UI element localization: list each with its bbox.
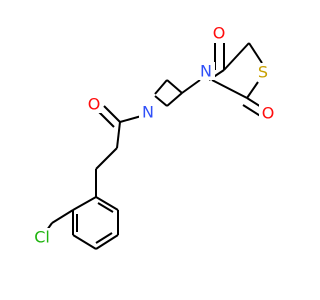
bond-ar-c3-cl	[51, 209, 74, 224]
bonds	[46, 42, 267, 250]
bond-c2-n3	[211, 79, 248, 99]
nitrogen-label-azetidine: N	[142, 103, 154, 122]
bond-ar-c6-c1	[95, 196, 119, 211]
oxygen-label-amide: O	[88, 95, 101, 114]
bond-c2-o-double	[242, 104, 263, 118]
bond-carbonyl-c-ch2a	[116, 121, 121, 149]
bond-ar-c3-c4	[72, 234, 97, 250]
molecule-structure: O N S O O N Cl	[29, 23, 277, 250]
sulfur-label-thiazolidine: S	[258, 63, 268, 82]
bond-c4-c5	[223, 42, 250, 71]
bond-ch2a-ch2b	[95, 147, 118, 170]
bond-azetidine-c3-c2	[166, 79, 183, 94]
bond-carbonyl-c-o-double	[97, 110, 115, 128]
chlorine-label: Cl	[34, 228, 50, 247]
bond-ar-inner-2	[95, 232, 113, 244]
bond-s1-c2	[246, 81, 259, 99]
atom-labels: O N S O O N Cl	[29, 24, 277, 247]
bond-azetidine-c3-c4	[166, 92, 183, 107]
bond-ar-c4-c5	[95, 234, 119, 250]
bond-c5-s1	[248, 42, 263, 64]
bond-carbonyl-c-o	[103, 105, 121, 123]
molecule-canvas: O N S O O N Cl	[29, 23, 277, 250]
bond-ar-c1-c2	[72, 196, 97, 211]
oxygen-label-thiazolidine-carbonyl: O	[262, 104, 275, 123]
oxygen-label-thiazolidine-ketone: O	[213, 24, 226, 43]
nitrogen-label-thiazolidine: N	[200, 62, 212, 81]
bond-azetidine-c4-n1	[154, 95, 168, 107]
bond-ar-inner-3	[97, 202, 114, 213]
bond-n3-azetidine-c3	[181, 79, 201, 94]
bond-azetidine-c2-n1	[154, 79, 168, 95]
